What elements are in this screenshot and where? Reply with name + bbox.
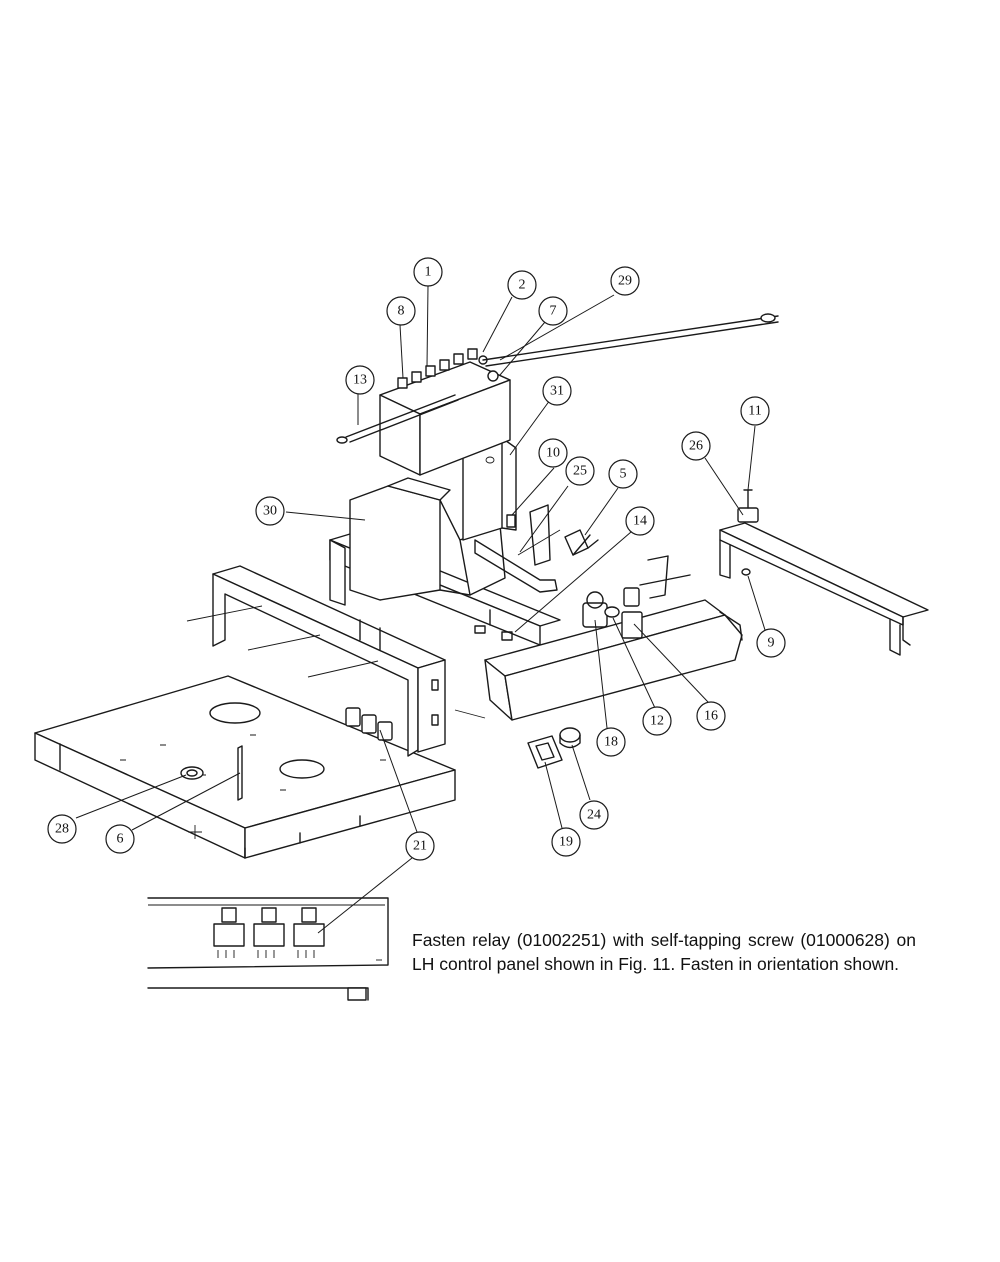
seat-switch-pedal: [474, 504, 561, 641]
callout-2: 2: [507, 270, 537, 300]
battery: [379, 348, 511, 476]
svg-text:19: 19: [559, 835, 573, 850]
callout-25: 25: [565, 456, 595, 486]
callout-16: 16: [696, 701, 726, 731]
rh-control-panel: [484, 555, 743, 769]
svg-text:29: 29: [618, 274, 632, 289]
callout-balloons: 1 2 5 6 7 8 9 10 11 12 13 14 16 18 19 21…: [47, 257, 786, 861]
callout-24: 24: [579, 800, 609, 830]
callout-14: 14: [625, 506, 655, 536]
leader-lines: [75, 285, 766, 934]
callout-1: 1: [413, 257, 443, 287]
svg-text:12: 12: [650, 714, 664, 729]
callout-19: 19: [551, 827, 581, 857]
svg-text:31: 31: [550, 384, 564, 399]
svg-text:14: 14: [633, 514, 647, 529]
svg-text:18: 18: [604, 735, 618, 750]
callout-31: 31: [542, 376, 572, 406]
svg-text:5: 5: [620, 467, 627, 482]
callout-30: 30: [255, 496, 285, 526]
callout-26: 26: [681, 431, 711, 461]
svg-text:7: 7: [550, 304, 557, 319]
rh-frame-rail: [719, 489, 929, 656]
svg-text:16: 16: [704, 709, 718, 724]
svg-text:13: 13: [353, 373, 367, 388]
callout-5: 5: [608, 459, 638, 489]
callout-7: 7: [538, 296, 568, 326]
svg-text:9: 9: [768, 636, 775, 651]
svg-text:21: 21: [413, 839, 427, 854]
seat-floor-plate: [34, 675, 456, 859]
callout-11: 11: [740, 396, 770, 426]
callout-29: 29: [610, 266, 640, 296]
callout-8: 8: [386, 296, 416, 326]
svg-text:24: 24: [587, 808, 601, 823]
svg-text:8: 8: [398, 304, 405, 319]
svg-text:26: 26: [689, 439, 703, 454]
callout-6: 6: [105, 824, 135, 854]
svg-text:6: 6: [117, 832, 124, 847]
wire-connector: [564, 529, 599, 556]
callout-18: 18: [596, 727, 626, 757]
svg-text:28: 28: [55, 822, 69, 837]
left-frame-rail: [186, 565, 486, 757]
callout-13: 13: [345, 365, 375, 395]
svg-text:10: 10: [546, 446, 560, 461]
battery-cables: [336, 313, 779, 444]
seat-bracket: [349, 477, 506, 601]
svg-text:30: 30: [263, 504, 277, 519]
callout-21: 21: [405, 831, 435, 861]
callout-28: 28: [47, 814, 77, 844]
relay-fastening-note: Fasten relay (01002251) with self-tappin…: [412, 930, 916, 974]
svg-text:1: 1: [425, 265, 432, 280]
callout-12: 12: [642, 706, 672, 736]
inset-lh-panel: [147, 897, 389, 1001]
svg-text:25: 25: [573, 464, 587, 479]
callout-10: 10: [538, 438, 568, 468]
svg-text:11: 11: [748, 404, 761, 419]
callout-9: 9: [756, 628, 786, 658]
svg-text:2: 2: [519, 278, 526, 293]
